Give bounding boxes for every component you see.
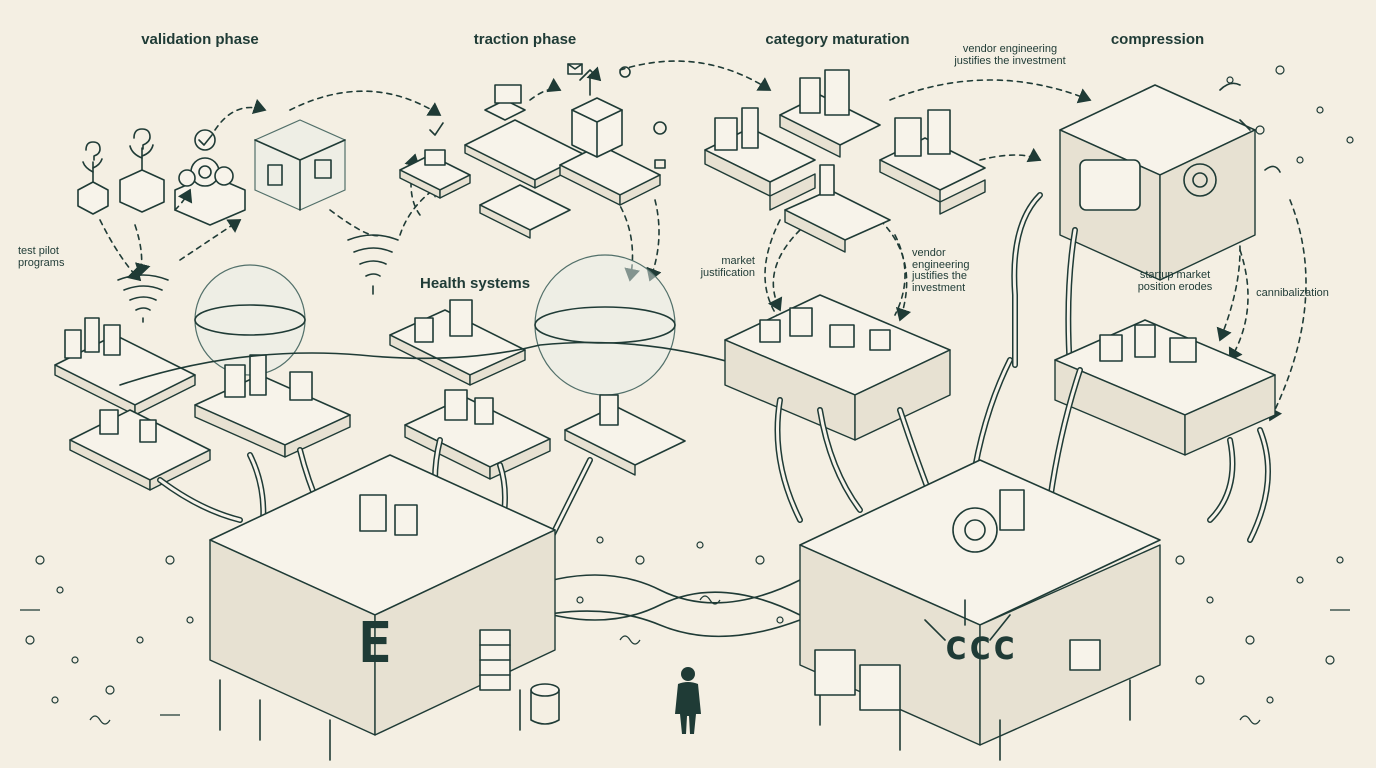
vendor-mid-line-4: investment <box>912 281 966 294</box>
phase-compression-title: compression <box>1110 31 1205 48</box>
maturation-module <box>724 294 951 441</box>
vendor-top-line-1: vendor engineering <box>962 43 1058 55</box>
validation-cubes <box>77 119 346 226</box>
right-base-module <box>799 459 1161 761</box>
vendor-mid-line-1: vendor <box>912 247 946 259</box>
annotation-health-systems: Health systems <box>420 275 531 292</box>
market-justification-line-2: justification <box>700 266 755 279</box>
tornado-icons <box>117 234 399 323</box>
phase-validation-title: validation phase <box>141 31 259 48</box>
annotation-vendor-mid: vendor engineering justifies the investm… <box>912 247 992 294</box>
annotation-market-justification: market justification <box>685 255 755 279</box>
right-logo: ccc <box>943 623 1017 669</box>
person-silhouette <box>675 667 701 734</box>
left-logo: E <box>358 611 392 676</box>
compression-machine <box>1011 82 1281 456</box>
annotation-cannibalization: cannibalization <box>1256 287 1329 299</box>
vendor-mid-line-2: engineering <box>912 258 970 271</box>
annotation-startup-erodes: startup market position erodes <box>1125 269 1225 293</box>
test-pilot-line-1: test pilot <box>18 245 59 257</box>
phase-maturation-title: category maturation <box>765 31 910 48</box>
left-base-module <box>209 454 560 761</box>
traction-platforms <box>399 63 667 239</box>
startup-erodes-line-1: startup market <box>1139 269 1211 281</box>
left-city-platforms <box>54 299 801 491</box>
market-justification-line-1: market <box>721 255 755 267</box>
maturation-city <box>704 69 986 253</box>
vendor-mid-line-3: justifies the <box>912 270 968 283</box>
annotation-vendor-top: vendor engineering justifies the investm… <box>935 43 1085 67</box>
phase-traction-title: traction phase <box>473 31 577 48</box>
glass-globes <box>194 254 676 396</box>
startup-erodes-line-2: position erodes <box>1137 280 1213 293</box>
annotation-test-pilot: test pilot programs <box>18 245 88 269</box>
test-pilot-line-2: programs <box>18 256 65 269</box>
vendor-top-line-2: justifies the investment <box>954 54 1066 67</box>
